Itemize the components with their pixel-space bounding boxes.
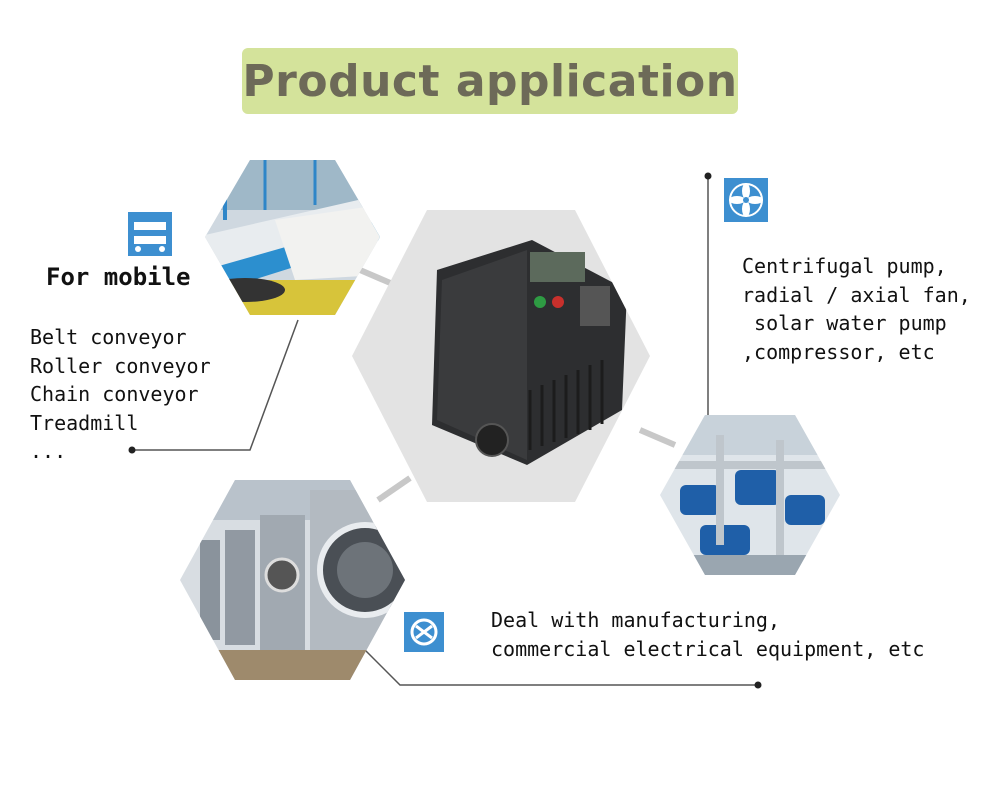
washing-machine-photo	[180, 480, 405, 680]
title-banner: Product application	[242, 48, 738, 114]
text-line: Deal with manufacturing,	[491, 608, 780, 632]
conveyor-photo	[205, 160, 380, 315]
conveyor-icon	[128, 212, 172, 256]
list-item: Roller conveyor	[30, 353, 211, 378]
manufacturing-application-text: Deal with manufacturing, commercial elect…	[491, 606, 924, 663]
pump-photo	[660, 415, 840, 575]
inverter-product-photo	[352, 210, 650, 502]
mobile-heading: For mobile	[46, 263, 191, 291]
text-line: commercial electrical equipment, etc	[491, 636, 925, 661]
text-line: radial / axial fan,	[742, 282, 971, 307]
fan-icon	[724, 178, 768, 222]
pump-icon	[404, 612, 444, 652]
pump-application-text: Centrifugal pump, radial / axial fan, sol…	[742, 252, 971, 366]
list-item: Treadmill	[30, 410, 139, 435]
list-item: ...	[30, 439, 67, 463]
text-line: ,compressor, etc	[742, 339, 935, 364]
text-line: solar water pump	[742, 311, 947, 335]
list-item: Belt conveyor	[30, 325, 187, 349]
list-item: Chain conveyor	[30, 382, 199, 406]
text-line: Centrifugal pump,	[742, 254, 947, 278]
page-title: Product application	[242, 55, 738, 107]
